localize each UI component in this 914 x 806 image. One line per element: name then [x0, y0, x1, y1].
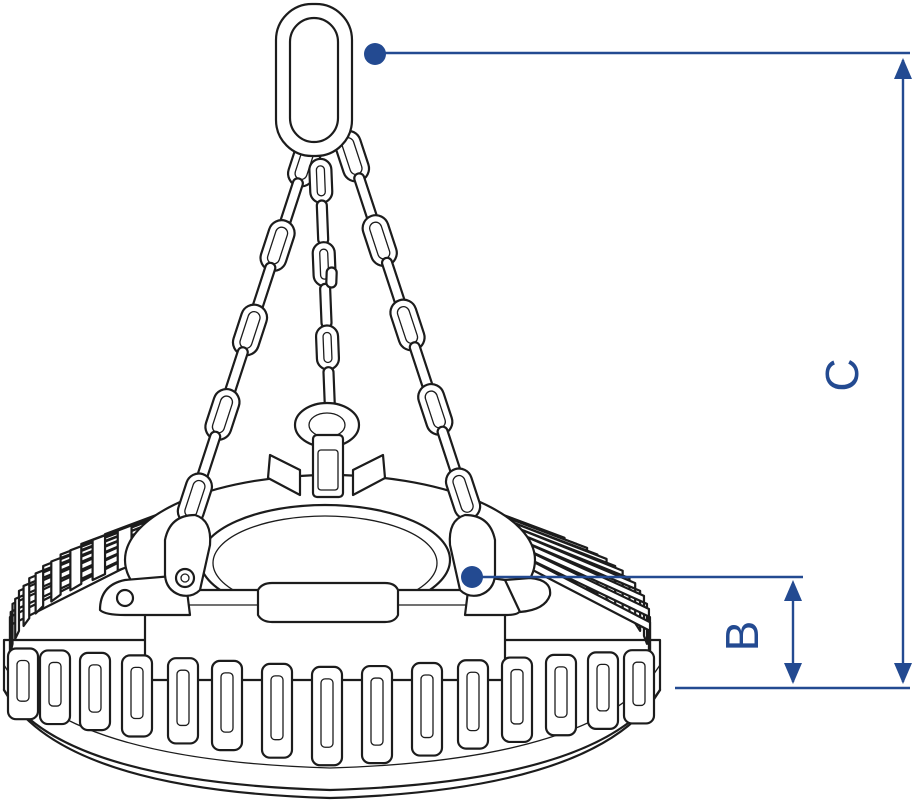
chain-link — [319, 282, 333, 329]
dimension-label-c: C — [816, 358, 868, 391]
front-tab — [78, 651, 112, 732]
chain-link — [315, 199, 330, 246]
front-tab-slot — [48, 661, 62, 707]
dimension-label-b: B — [716, 621, 768, 652]
arrow-b-top — [784, 580, 802, 601]
front-tab — [210, 659, 244, 752]
chain-link — [314, 324, 341, 371]
front-tab — [410, 661, 444, 757]
chain-link — [204, 387, 241, 441]
front-tab-slot — [420, 674, 434, 739]
front-tab — [260, 662, 294, 759]
front-tab-slot — [632, 661, 646, 707]
front-tab-slot — [510, 668, 524, 725]
front-tab — [166, 657, 200, 745]
chain-link — [361, 214, 398, 268]
front-tab-slot — [466, 671, 480, 732]
front-tab — [586, 651, 620, 731]
front-tab-slot — [130, 666, 144, 720]
front-tab — [544, 653, 578, 737]
front-tab — [6, 647, 40, 721]
front-tab — [120, 654, 154, 738]
reference-point-mid — [461, 566, 483, 588]
dimension-lines — [364, 43, 912, 690]
chain-link — [325, 266, 338, 289]
front-tab-slot — [16, 659, 30, 702]
magnet-body — [2, 473, 662, 800]
master-link — [274, 2, 354, 158]
front-tab — [622, 649, 656, 725]
front-tab-slot — [554, 666, 568, 718]
front-tabs — [6, 647, 656, 767]
front-tab — [360, 664, 394, 765]
front-tab-slot — [270, 675, 284, 741]
front-tab-slot — [596, 663, 610, 712]
front-tab-slot — [176, 669, 190, 727]
front-tab-slot — [220, 672, 234, 733]
chain-link — [389, 298, 426, 352]
front-tab-slot — [320, 678, 334, 748]
center-hook — [266, 401, 387, 499]
arrow-b-bottom — [784, 663, 802, 684]
front-tab-slot — [370, 677, 384, 746]
chain-link — [308, 157, 334, 204]
arrow-c-bottom — [894, 663, 912, 684]
front-tab — [310, 665, 344, 767]
chain-link — [417, 382, 454, 436]
reference-point-top — [364, 43, 386, 65]
front-tab — [38, 649, 72, 726]
front-tab — [456, 659, 490, 750]
chain-link — [259, 219, 296, 273]
front-tab — [500, 656, 534, 744]
front-tab-slot — [88, 664, 102, 713]
arrow-c-top — [894, 58, 912, 79]
chain-link — [231, 303, 269, 357]
